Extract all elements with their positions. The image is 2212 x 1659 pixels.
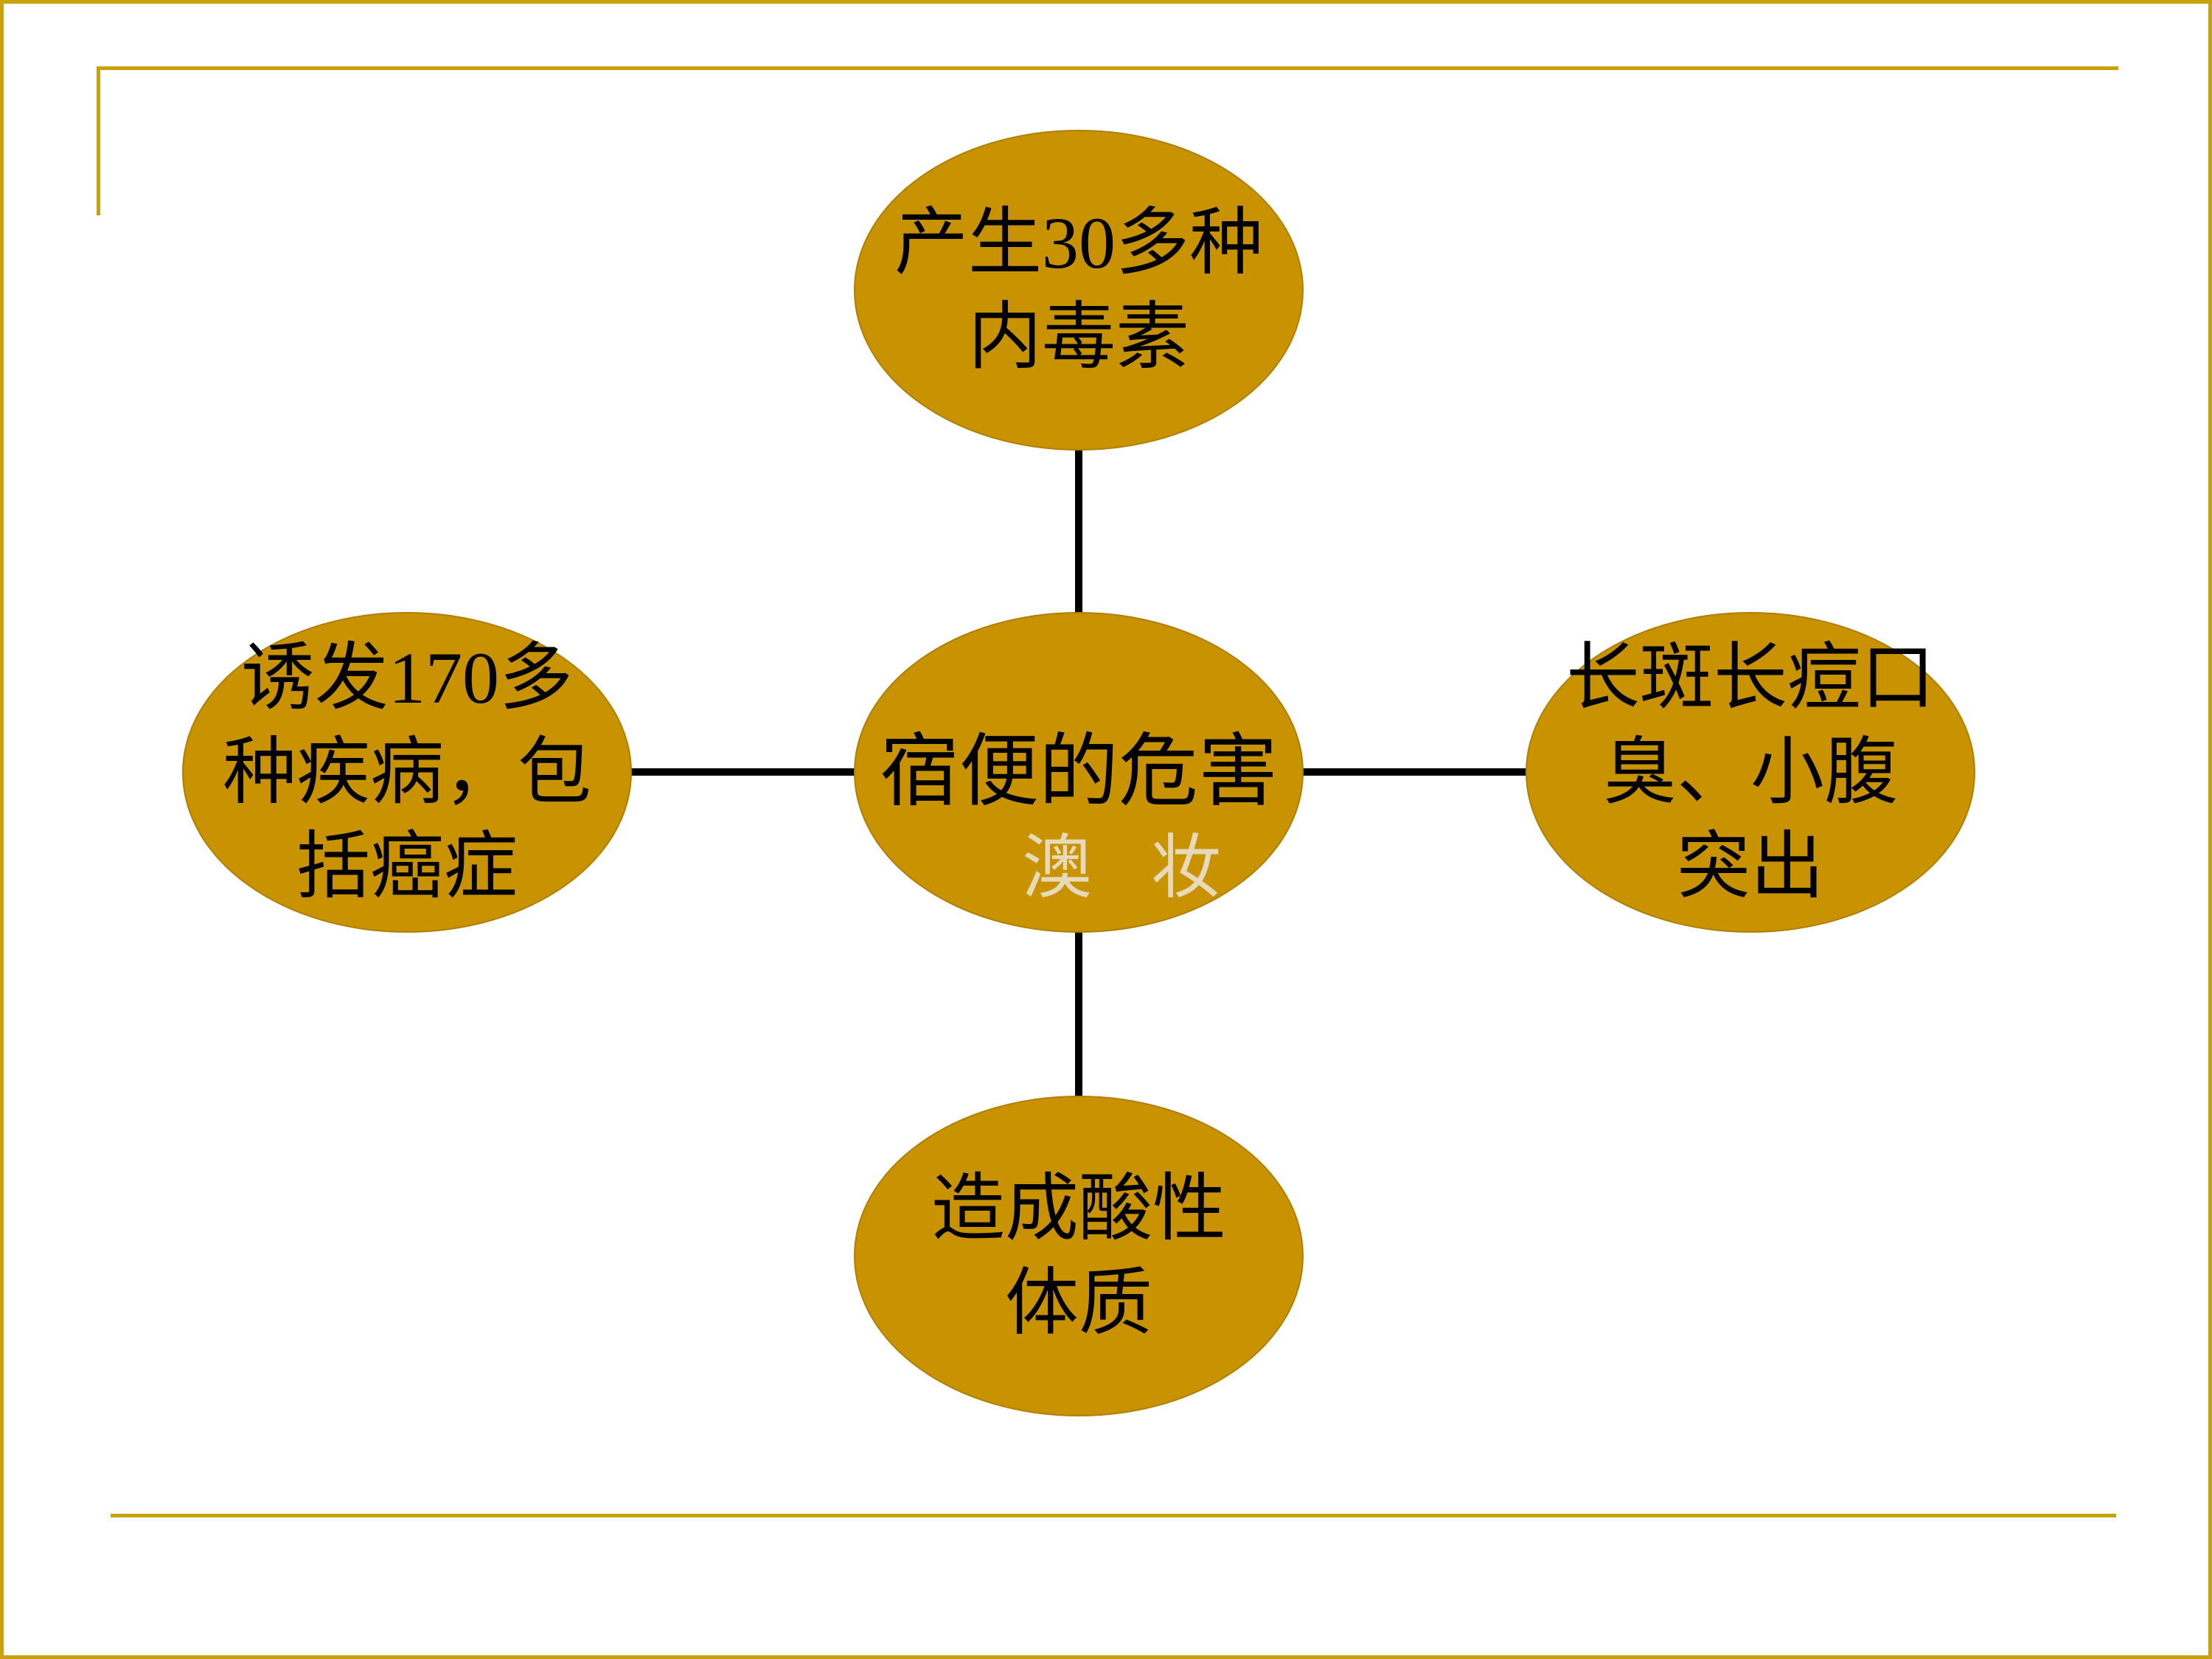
diagram-node-right-label: 长斑长痘口 臭、小腹 突出 <box>1566 636 1935 908</box>
diagram-node-left-label: 诱发170多 种疾病，包 括癌症 <box>223 636 591 908</box>
connector-top <box>1075 442 1082 619</box>
diagram-node-right: 长斑长痘口 臭、小腹 突出 <box>1526 612 1975 933</box>
top-accent-line <box>97 66 2118 70</box>
diagram-node-bottom-label: 造成酸性 体质 <box>931 1167 1226 1344</box>
diagram-node-bottom: 造成酸性 体质 <box>854 1096 1304 1416</box>
bottom-accent-line <box>111 1514 2116 1517</box>
diagram-node-top: 产生30多种 内毒素 <box>854 130 1304 451</box>
connector-right <box>1298 768 1534 776</box>
connector-bottom <box>1075 925 1082 1102</box>
diagram-node-center: 宿便的危害 <box>854 612 1304 933</box>
diagram-node-top-label: 产生30多种 内毒素 <box>894 201 1263 378</box>
connector-left <box>627 768 863 776</box>
left-accent-line <box>97 66 100 215</box>
diagram-node-left: 诱发170多 种疾病，包 括癌症 <box>182 612 632 933</box>
diagram-node-center-label: 宿便的危害 <box>879 728 1278 816</box>
